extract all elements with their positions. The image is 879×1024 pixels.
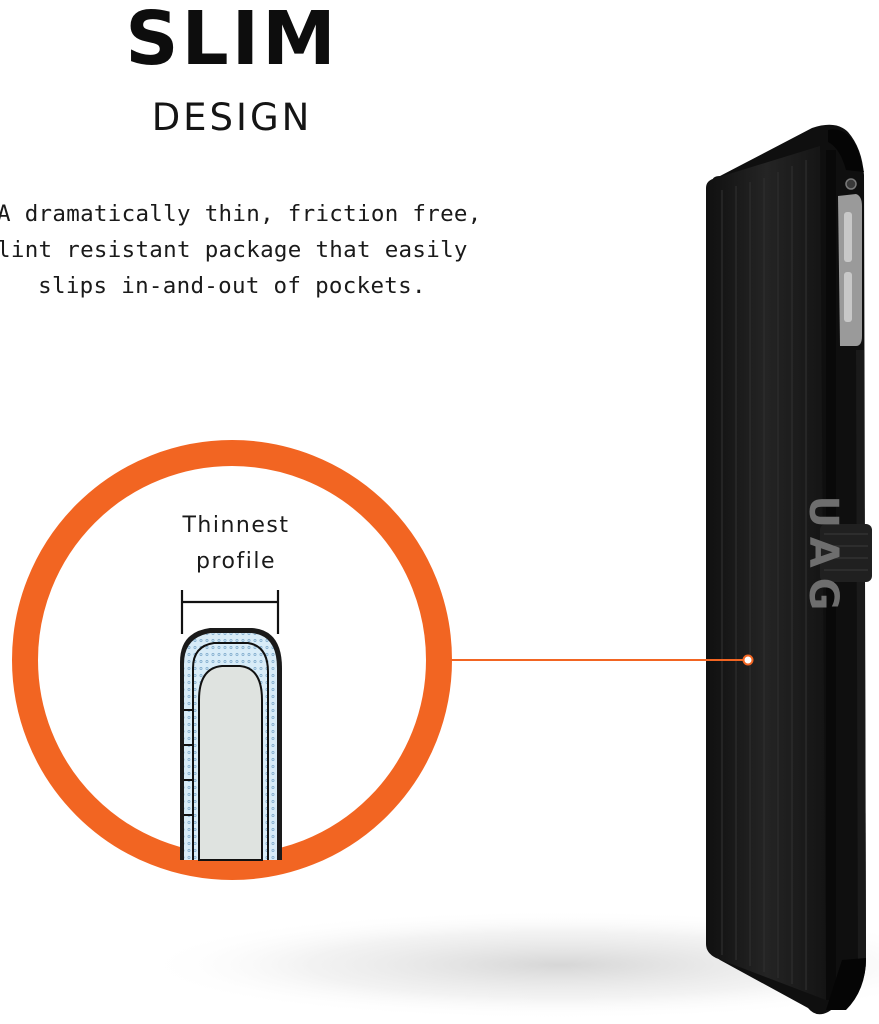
page-title: SLIM	[125, 0, 339, 82]
headline: SLIM DESIGN	[125, 0, 339, 138]
callout-label: Thinnest profile	[182, 508, 289, 580]
description-text: A dramatically thin, friction free, lint…	[0, 196, 482, 304]
brand-logo-text: UAG	[800, 494, 846, 621]
callout-label-line: profile	[195, 549, 276, 574]
description-line: slips in-and-out of pockets.	[38, 273, 426, 299]
orange-dot-icon	[742, 654, 754, 666]
cross-section-diagram	[180, 628, 282, 861]
description-line: A dramatically thin, friction free,	[0, 201, 482, 227]
floor-shadow	[140, 910, 879, 1020]
callout-label-line: Thinnest	[182, 513, 290, 538]
tablet-case	[706, 124, 872, 1015]
page-subtitle: DESIGN	[151, 96, 313, 139]
description-line: lint resistant package that easily	[0, 237, 468, 263]
dimension-bracket-icon	[180, 590, 280, 634]
brand-logo: UAG	[800, 470, 846, 645]
